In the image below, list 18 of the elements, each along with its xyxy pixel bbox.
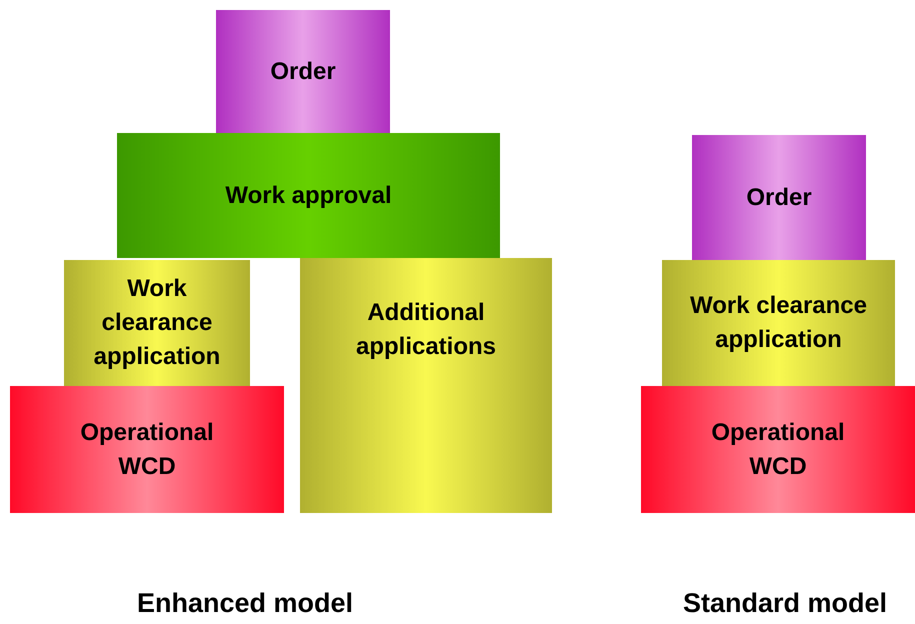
block	[64, 260, 250, 386]
block	[117, 133, 500, 258]
block-label: Work approval	[225, 180, 392, 210]
block-label: Operational WCD	[79, 418, 215, 482]
block-label: Additional applications	[354, 298, 498, 362]
block	[662, 260, 895, 386]
block-label: Order	[270, 56, 336, 86]
block-label: Order	[746, 182, 812, 212]
block-label: Work clearance application	[92, 274, 222, 372]
block-label: Operational WCD	[710, 418, 846, 482]
model-caption: Enhanced model	[136, 588, 354, 619]
block	[641, 386, 915, 513]
model-caption: Standard model	[682, 588, 888, 619]
block-label: Work clearance application	[689, 291, 868, 355]
block	[10, 386, 284, 513]
block	[216, 10, 390, 133]
block	[692, 135, 866, 260]
block	[300, 258, 552, 513]
